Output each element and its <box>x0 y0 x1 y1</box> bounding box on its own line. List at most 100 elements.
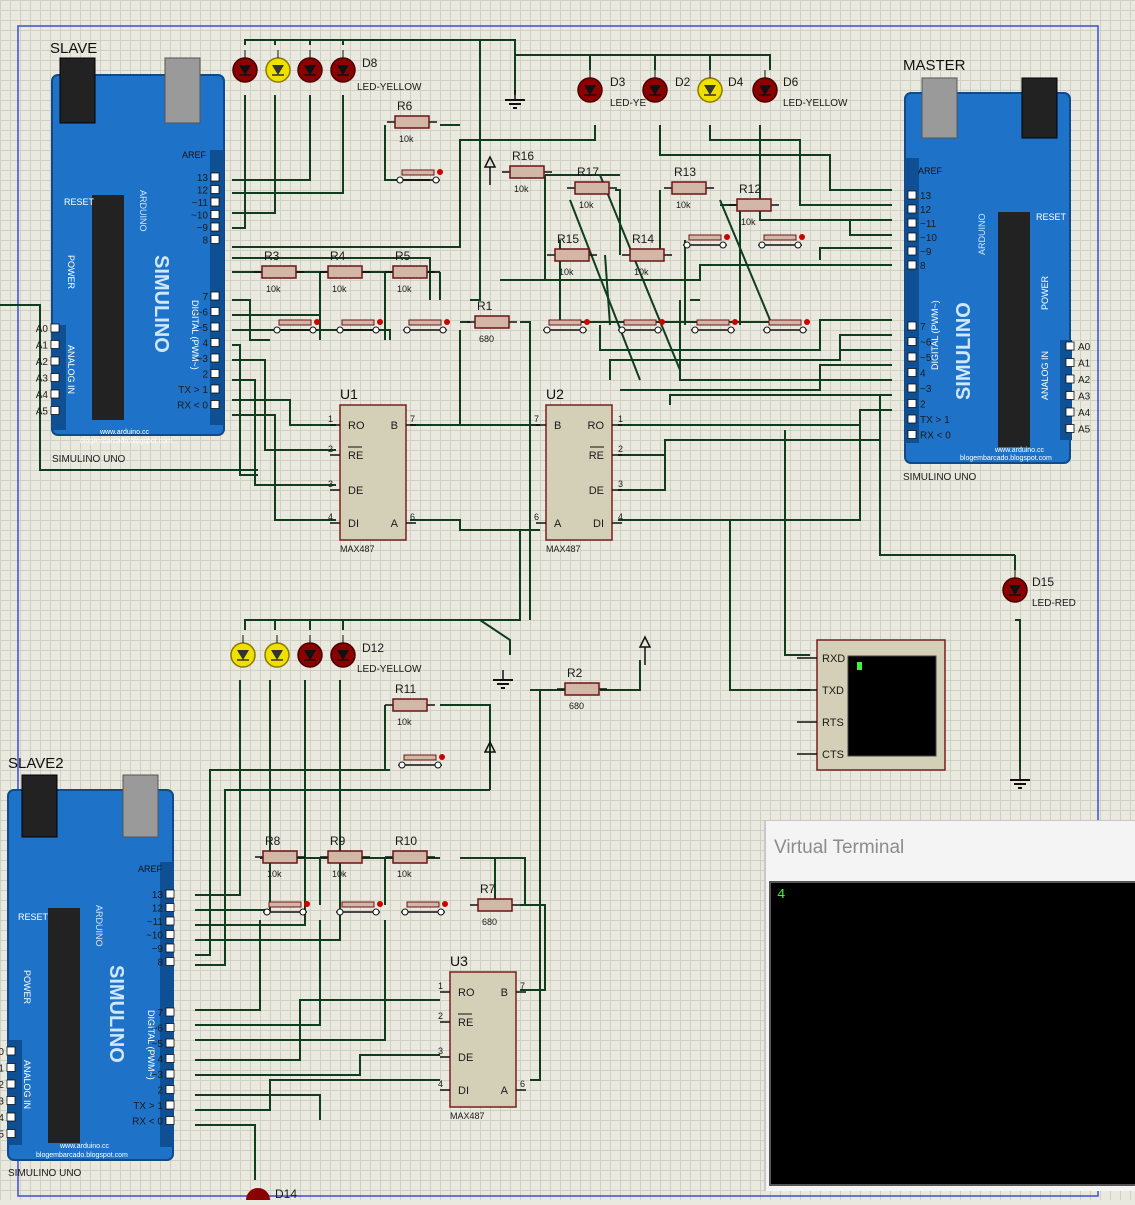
slave-a-pin-2: A2 <box>36 357 49 368</box>
slave2-d2-pin-7: RX < 0 <box>132 1117 163 1128</box>
resistor-r1-ref: R1 <box>477 299 493 313</box>
resistor-r5: R5 10k <box>385 249 435 294</box>
resistor-r2-value: 680 <box>569 701 584 711</box>
master-footer: SIMULINO UNO <box>903 472 977 483</box>
master-aref-label: AREF <box>918 166 943 176</box>
slave-title: SLAVE <box>50 40 97 57</box>
ic2-pinnum-3: 4 <box>438 1079 443 1089</box>
slave-aref-label: AREF <box>182 150 207 160</box>
led-d14: D14 <box>246 1187 297 1205</box>
slave-a-pin-1: A1 <box>36 341 49 352</box>
master-d2-pin-3: 4 <box>920 369 926 380</box>
slave-a-pin-0: A0 <box>36 324 49 335</box>
resistor-r17-value: 10k <box>579 200 594 210</box>
ic1-pinnum-3: 4 <box>618 512 623 522</box>
slave-d2-pin-6: TX > 1 <box>178 385 208 396</box>
slave-digital-label: DIGITAL (PWM~) <box>190 300 200 370</box>
slave-a-pin-3: A3 <box>36 374 49 385</box>
ic2-pin-b: B <box>501 987 508 999</box>
master-d-pin-2: ~11 <box>920 219 937 230</box>
slave-d2-pin-5: 2 <box>202 370 208 381</box>
ic-ref-0: U1 <box>340 386 358 402</box>
master-a-pin-0: A0 <box>1078 342 1091 353</box>
master-d2-pin-6: TX > 1 <box>920 415 950 426</box>
slave2-a-pin-0: A0 <box>0 1047 4 1058</box>
resistor-r14-ref: R14 <box>632 232 654 246</box>
resistor-r11-value: 10k <box>397 717 412 727</box>
master-site-label: www.arduino.cc <box>994 447 1045 454</box>
ic2-pinnum-0: 1 <box>438 981 443 991</box>
slave2-arduino-board[interactable]: SIMULINO ARDUINO AREF RESET POWER ANALOG… <box>0 774 175 1161</box>
slave-d2-pin-0: 7 <box>202 292 208 303</box>
resistor-r4-value: 10k <box>332 284 347 294</box>
slave2-site2-label: blogembarcado.blogspot.com <box>36 1152 128 1159</box>
virtual-terminal-window[interactable]: Virtual Terminal 4 <box>764 820 1135 1191</box>
resistor-r6-ref: R6 <box>397 99 413 113</box>
master-a-pin-5: A5 <box>1078 425 1091 436</box>
resistor-r5-ref: R5 <box>395 249 411 263</box>
slave2-reset-label: RESET <box>18 912 49 922</box>
slave-arduino-board[interactable]: SIMULINO ARDUINO AREF RESET POWER ANALOG… <box>36 57 225 445</box>
slave-d2-pin-7: RX < 0 <box>177 401 208 412</box>
ic1-pin-b: B <box>554 420 561 432</box>
resistor-r13-value: 10k <box>676 200 691 210</box>
resistor-r13-ref: R13 <box>674 165 696 179</box>
slave-a-pin-5: A5 <box>36 407 49 418</box>
ic0-pin-di: DI <box>348 518 359 530</box>
slave2-d2-pin-2: ~5 <box>152 1039 164 1050</box>
resistor-r7-value: 680 <box>482 917 497 927</box>
slave2-a-pin-5: A5 <box>0 1130 4 1141</box>
master-d2-pin-7: RX < 0 <box>920 431 951 442</box>
slave2-sub-brand: ARDUINO <box>94 905 104 947</box>
terminal-pin-txd: TXD <box>822 685 844 697</box>
virtual-terminal-screen[interactable]: 4 <box>769 881 1135 1186</box>
ic2-pinnum-1: 2 <box>438 1011 443 1021</box>
slave2-d-pin-4: ~9 <box>152 944 164 955</box>
resistor-r14: R14 10k <box>622 232 672 277</box>
terminal-pin-rxd: RXD <box>822 653 845 665</box>
slave2-a-pin-3: A3 <box>0 1097 4 1108</box>
slave2-d-pin-5: 8 <box>157 958 163 969</box>
slave-site2-label: blogembarcado.blogspot.com <box>80 438 172 445</box>
ic2-pin-di: DI <box>458 1085 469 1097</box>
ic1-pinnum-2: 3 <box>618 479 623 489</box>
slave-d-pin-4: ~9 <box>197 223 209 234</box>
resistor-r12-value: 10k <box>741 217 756 227</box>
master-brand-label: SIMULINO <box>953 302 975 400</box>
resistor-group: R610kR1610kR1710kR1310kR1210kR1510kR1410… <box>254 99 779 927</box>
resistor-r12-ref: R12 <box>739 182 761 196</box>
ic1-pin-ro: RO <box>588 420 605 432</box>
ic1-pin-di: DI <box>593 518 604 530</box>
ic0-pinnum-2: 3 <box>328 479 333 489</box>
slave-d2-pin-3: 4 <box>202 339 208 350</box>
master-arduino-board[interactable]: SIMULINO ARDUINO AREF RESET POWER ANALOG… <box>904 77 1091 464</box>
master-d2-pin-0: 7 <box>920 322 926 333</box>
ic1-pin-a: A <box>554 518 562 530</box>
virtual-terminal-title: Virtual Terminal <box>774 837 905 858</box>
led-d15-type: LED-RED <box>1032 598 1076 609</box>
ic0-pin-de: DE <box>348 485 363 497</box>
resistor-r14-value: 10k <box>634 267 649 277</box>
slave-d-pin-5: 8 <box>202 236 208 247</box>
slave2-a-pin-1: A1 <box>0 1064 4 1075</box>
slave-d2-pin-1: ~6 <box>197 308 209 319</box>
slave2-aref-label: AREF <box>138 864 163 874</box>
resistor-r5-value: 10k <box>397 284 412 294</box>
master-d-pin-3: ~10 <box>920 233 937 244</box>
slave2-d-pin-1: 12 <box>152 904 164 915</box>
ic0-pinnum-3: 4 <box>328 512 333 522</box>
master-d2-pin-4: ~3 <box>920 384 932 395</box>
ic-ref-2: U3 <box>450 953 468 969</box>
